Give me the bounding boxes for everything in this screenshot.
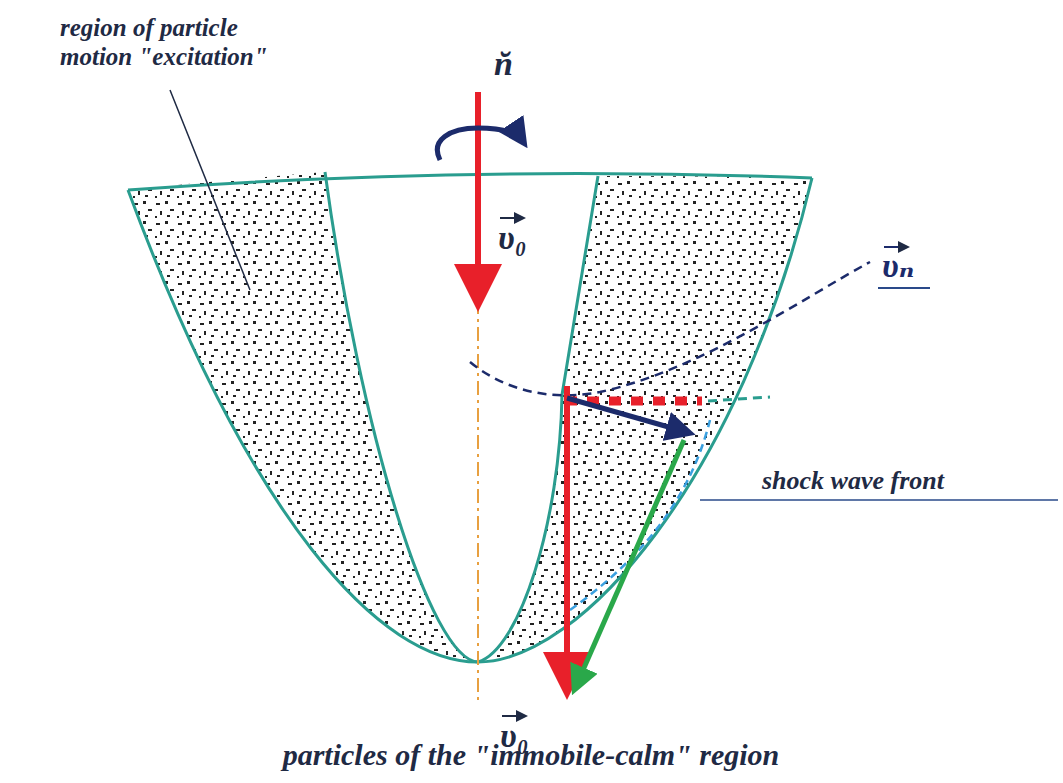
velocity-symbol: υ₀ — [498, 218, 527, 257]
shock-front-label: shock wave front — [762, 466, 944, 496]
rotation-symbol: n̆ — [494, 44, 513, 83]
normal-velocity-symbol: υₙ — [882, 246, 914, 285]
bottom-caption-label: particles of the "immobile-calm" region — [283, 738, 780, 773]
region-label: region of particle motion "excitation" — [60, 14, 310, 72]
